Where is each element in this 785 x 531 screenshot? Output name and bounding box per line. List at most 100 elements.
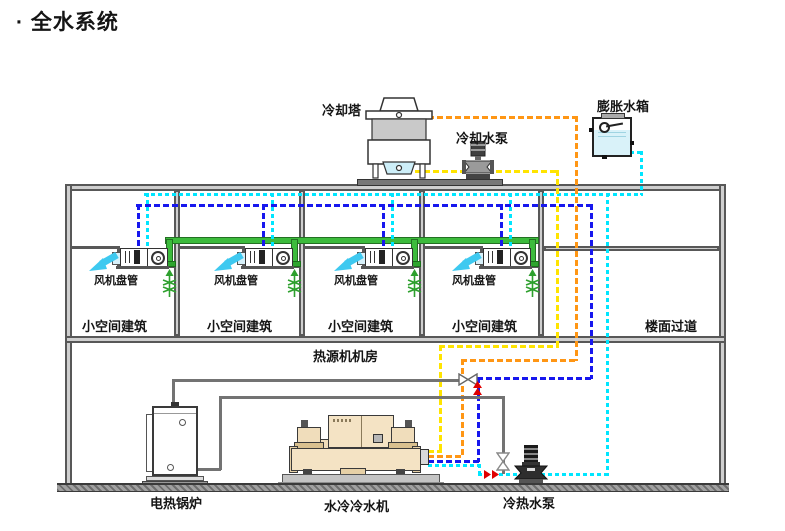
cooling-water-pump-label: 冷却水泵 [456, 131, 509, 146]
yellow-chiller-stub [428, 450, 442, 453]
electric-boiler [142, 400, 212, 490]
blue-fcu-drop [262, 204, 265, 253]
expansion-tank [589, 113, 634, 159]
orange-plantroom-run [461, 359, 578, 362]
riser-flange [289, 262, 300, 266]
cooling-tower [365, 97, 433, 179]
fcu-coil-box [483, 248, 511, 267]
fan-coil-label: 风机盘管 [94, 275, 138, 287]
green-riser [412, 240, 417, 262]
chiller-nozzle [420, 449, 429, 465]
blue-main-riser [590, 204, 593, 379]
room-ceiling [305, 246, 362, 249]
orange-condenser-riser [575, 116, 578, 361]
fan-coil-label: 风机盘管 [214, 275, 258, 287]
flow-arrow-up-icon [473, 381, 482, 388]
green-riser [292, 240, 297, 262]
blue-chiller-drop [477, 377, 480, 462]
room-divider-wall [419, 190, 425, 336]
fcu-base [241, 266, 294, 269]
blue-plantroom-run [477, 377, 593, 380]
chiller-display [373, 434, 383, 443]
chiller-foot [396, 469, 405, 475]
cyan-fcu-drop [391, 193, 394, 253]
airflow-arrow-icon [89, 251, 119, 271]
fcu-base [361, 266, 414, 269]
fan-coil-label: 风机盘管 [452, 275, 496, 287]
tank-wave [598, 132, 626, 133]
boiler-return-riser [219, 396, 222, 470]
tank-wave [598, 136, 626, 137]
boiler-base [146, 476, 204, 481]
small-room-label: 小空间建筑 [328, 319, 394, 334]
cooling-water-pump [462, 141, 494, 179]
cyan-expansion-riser [640, 151, 643, 195]
fcu-base [116, 266, 169, 269]
fan-coil-unit [112, 248, 169, 269]
green-riser [167, 240, 172, 262]
plant-room-label: 热源机机房 [313, 349, 379, 364]
orange-chiller-drop [461, 359, 464, 457]
small-room-label: 小空间建筑 [207, 319, 273, 334]
page-title: · 全水系统 [16, 11, 119, 34]
room-divider-wall [538, 190, 544, 336]
airflow-arrow-icon [334, 251, 364, 271]
boiler-return-run [219, 396, 505, 399]
boiler-body [152, 406, 198, 476]
boiler-gauge [167, 464, 174, 471]
fcu-coil-box [120, 248, 148, 267]
fan-coil-label: 风机盘管 [334, 275, 378, 287]
fcu-base [479, 266, 532, 269]
air-vent-icon [525, 269, 540, 297]
boiler-return-stub [198, 468, 221, 471]
small-room-label: 小空间建筑 [452, 319, 518, 334]
cold-hot-pump-label: 冷热水泵 [503, 496, 556, 511]
valve-icon [496, 452, 510, 471]
fcu-fan-scroll [392, 248, 413, 267]
corridor-ceiling [544, 246, 719, 251]
tank-nub [602, 155, 607, 159]
boiler-return-drop [502, 396, 505, 474]
room-ceiling [425, 246, 480, 249]
yellow-plantroom-run [439, 345, 559, 348]
cyan-chiller-stub [428, 464, 481, 467]
flow-arrow-right-icon [492, 470, 499, 479]
orange-condenser-run [428, 116, 578, 119]
boiler-top-nub [171, 402, 179, 407]
chiller-cabinet [328, 415, 394, 448]
cold-hot-water-pump [513, 445, 549, 486]
flow-arrow-up-icon [473, 388, 482, 395]
riser-flange [409, 262, 420, 266]
mid-floor-slab [65, 336, 726, 343]
chiller-stack [405, 420, 412, 428]
room-divider-wall [174, 190, 180, 336]
blue-chiller-stub [428, 460, 480, 463]
cyan-pump-suction-run [478, 473, 609, 476]
boiler-gauge [179, 419, 186, 426]
room-ceiling [180, 246, 242, 249]
blue-fcu-drop [382, 204, 385, 253]
fan-coil-unit [237, 248, 294, 269]
airflow-arrow-icon [214, 251, 244, 271]
expansion-tank-label: 膨胀水箱 [597, 99, 650, 114]
air-vent-icon [287, 269, 302, 297]
cyan-main-riser [606, 193, 609, 476]
riser-flange [164, 262, 175, 266]
boiler-supply-run [172, 379, 460, 382]
fcu-fan-scroll [147, 248, 168, 267]
ground-slab [57, 483, 729, 492]
chiller-stack [301, 420, 308, 428]
green-distribution-pipe [166, 238, 538, 243]
tank-nub [630, 141, 634, 145]
riser-flange [527, 262, 538, 266]
boiler-supply-riser [172, 379, 175, 404]
fcu-coil-box [245, 248, 273, 267]
fan-coil-unit [475, 248, 532, 269]
tank-nub [589, 128, 593, 132]
cooling-tower-label: 冷却塔 [322, 103, 362, 118]
yellow-condenser-riser [556, 170, 559, 346]
chiller-label: 水冷冷水机 [324, 499, 390, 514]
tank-cap [601, 113, 625, 119]
cyan-fcu-drop [271, 193, 274, 253]
